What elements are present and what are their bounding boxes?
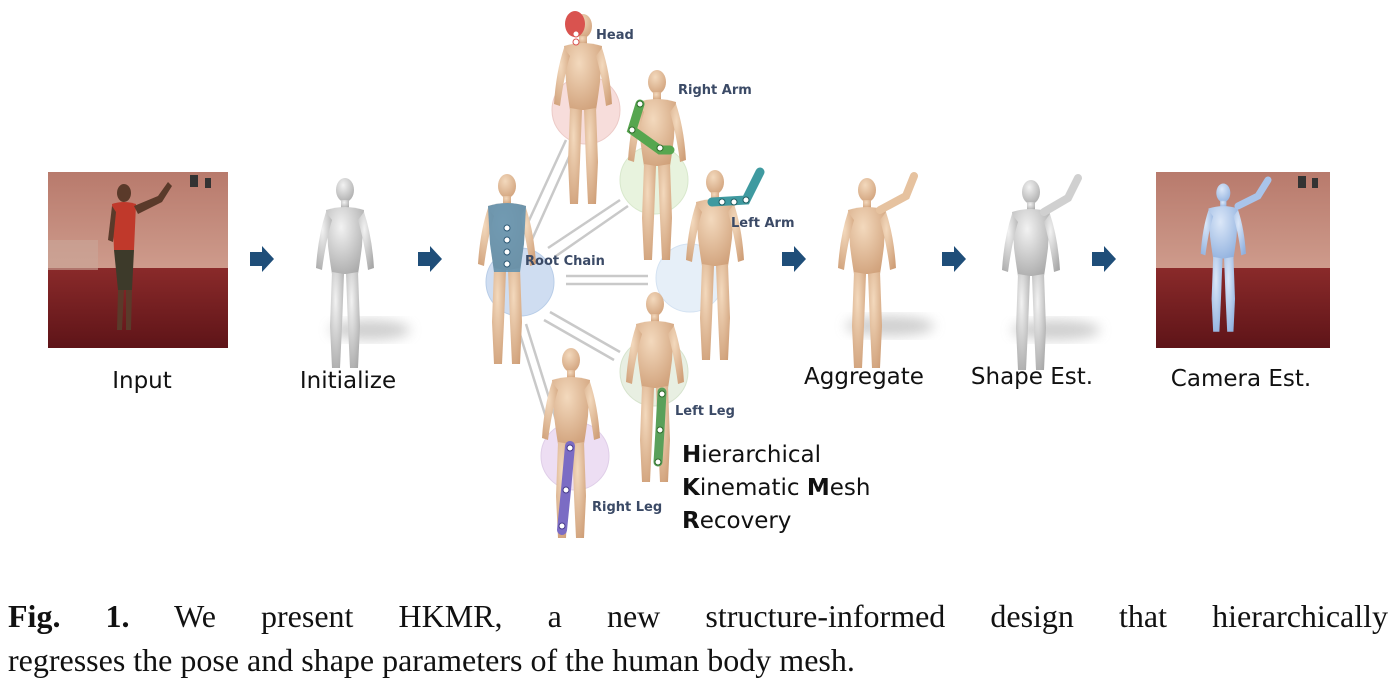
right-leg-part-mesh — [542, 348, 600, 538]
shape-est-mesh — [1002, 174, 1100, 370]
hkmr-acronym: Hierarchical Kinematic Mesh Recovery — [682, 439, 870, 538]
arrow-icon — [418, 246, 442, 272]
left-leg-part-mesh — [626, 292, 684, 482]
caption-line-1: Fig. 1. We present HKMR, a new structure… — [8, 598, 1389, 634]
part-label-left-arm: Left Arm — [731, 216, 795, 231]
left-arm-part-mesh — [686, 167, 765, 360]
caption-label: Fig. 1. — [8, 598, 130, 634]
hkmr-line-3: Recovery — [682, 508, 792, 534]
stage-label-aggregate: Aggregate — [804, 364, 924, 390]
part-label-head: Head — [596, 28, 634, 43]
initialize-mesh — [316, 178, 410, 368]
stage-label-initialize: Initialize — [299, 368, 397, 394]
figure-caption: Fig. 1. We present HKMR, a new structure… — [8, 594, 1388, 682]
stage-label-shape: Shape Est. — [970, 364, 1094, 390]
arrow-icon — [782, 246, 806, 272]
caption-line-2: regresses the pose and shape parameters … — [8, 642, 855, 678]
aggregate-mesh — [838, 172, 934, 368]
stage-label-input: Input — [112, 368, 172, 394]
root-chain-part-mesh — [478, 174, 536, 364]
hkmr-line-1: Hierarchical — [682, 442, 822, 468]
figure-graphic — [48, 11, 1330, 538]
stage-label-camera: Camera Est. — [1170, 366, 1312, 392]
flow-arrows — [250, 246, 1116, 272]
part-label-right-arm: Right Arm — [678, 83, 752, 98]
head-part-mesh — [554, 11, 612, 204]
part-label-right-leg: Right Leg — [592, 500, 663, 515]
hkmr-line-2: Kinematic Mesh — [682, 475, 871, 501]
camera-est-photo — [1156, 172, 1330, 348]
part-label-left-leg: Left Leg — [675, 404, 735, 419]
right-arm-part-mesh — [626, 70, 686, 260]
arrow-icon — [250, 246, 274, 272]
arrow-icon — [942, 246, 966, 272]
part-label-root-chain: Root Chain — [525, 254, 605, 269]
arrow-icon — [1092, 246, 1116, 272]
input-photo — [48, 172, 228, 348]
